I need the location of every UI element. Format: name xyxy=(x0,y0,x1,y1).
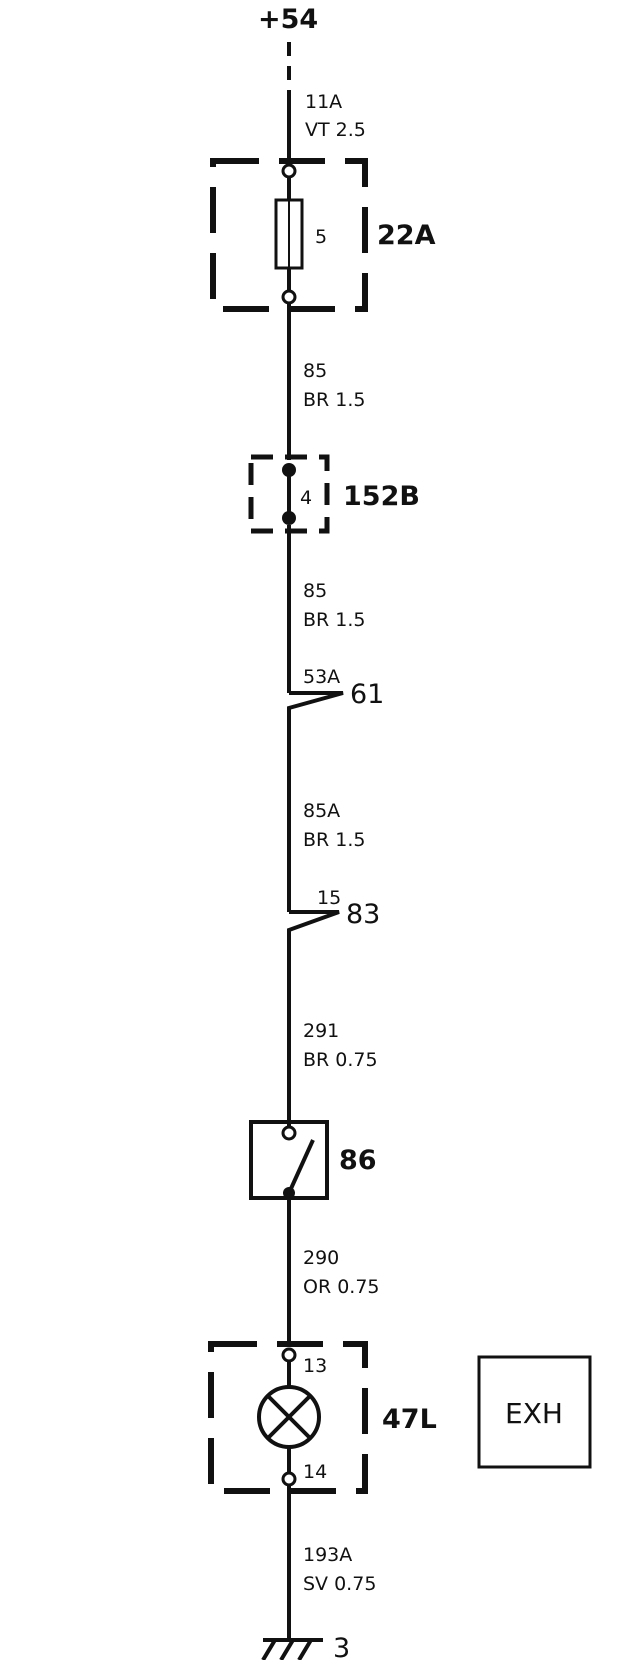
splice-61-symbol xyxy=(287,691,344,912)
lamp-terminal-top xyxy=(281,1347,297,1363)
wire-193a-spec: SV 0.75 xyxy=(303,1573,376,1595)
splice-83-symbol xyxy=(287,910,340,1127)
wire-85-a-number: 85 xyxy=(303,360,327,382)
splice-61-ref: 61 xyxy=(350,679,384,710)
supply-label: +54 xyxy=(258,4,318,35)
wire-291-spec: BR 0.75 xyxy=(303,1049,378,1071)
wire-290-spec: OR 0.75 xyxy=(303,1276,380,1298)
lamp-box-outline xyxy=(208,1341,368,1494)
switch-ref-label: 86 xyxy=(339,1145,377,1176)
splice-83-ref: 83 xyxy=(346,899,380,930)
wire-85-a-spec: BR 1.5 xyxy=(303,389,366,411)
fuse-terminal-top xyxy=(281,163,297,179)
wire-291-number: 291 xyxy=(303,1020,339,1042)
fuse-terminal-bottom xyxy=(281,289,297,305)
lamp-terminal-bottom xyxy=(281,1471,297,1487)
wire-85a-number: 85A xyxy=(303,800,340,822)
wire-290-number: 290 xyxy=(303,1247,339,1269)
lamp-ref-label: 47L xyxy=(382,1404,437,1435)
wire-85-b-number: 85 xyxy=(303,580,327,602)
exh-box xyxy=(477,1355,592,1469)
exh-label: EXH xyxy=(505,1397,563,1430)
switch-terminal-top xyxy=(281,1125,297,1141)
connector-ref-label: 152B xyxy=(343,481,420,512)
wire-193a-number: 193A xyxy=(303,1544,352,1566)
wire-11a-number: 11A xyxy=(305,91,342,113)
wire-85a-spec: BR 1.5 xyxy=(303,829,366,851)
fuse-pin-label: 5 xyxy=(315,226,327,248)
splice-83-pin: 15 xyxy=(317,887,341,909)
switch-terminal-bottom xyxy=(283,1187,295,1199)
connector-pin-label: 4 xyxy=(300,487,312,509)
lamp-cross-b xyxy=(266,1394,312,1440)
wire-85-b-spec: BR 1.5 xyxy=(303,609,366,631)
switch-blade xyxy=(287,1139,315,1194)
wire-11a-spec: VT 2.5 xyxy=(305,119,366,141)
fuse-ref-label: 22A xyxy=(377,220,436,251)
splice-61-pin: 53A xyxy=(303,666,340,688)
ground-ref-label: 3 xyxy=(333,1633,350,1660)
lamp-pin-top-label: 13 xyxy=(303,1355,327,1377)
lamp-pin-bottom-label: 14 xyxy=(303,1461,327,1483)
ground-icon xyxy=(261,1638,323,1660)
